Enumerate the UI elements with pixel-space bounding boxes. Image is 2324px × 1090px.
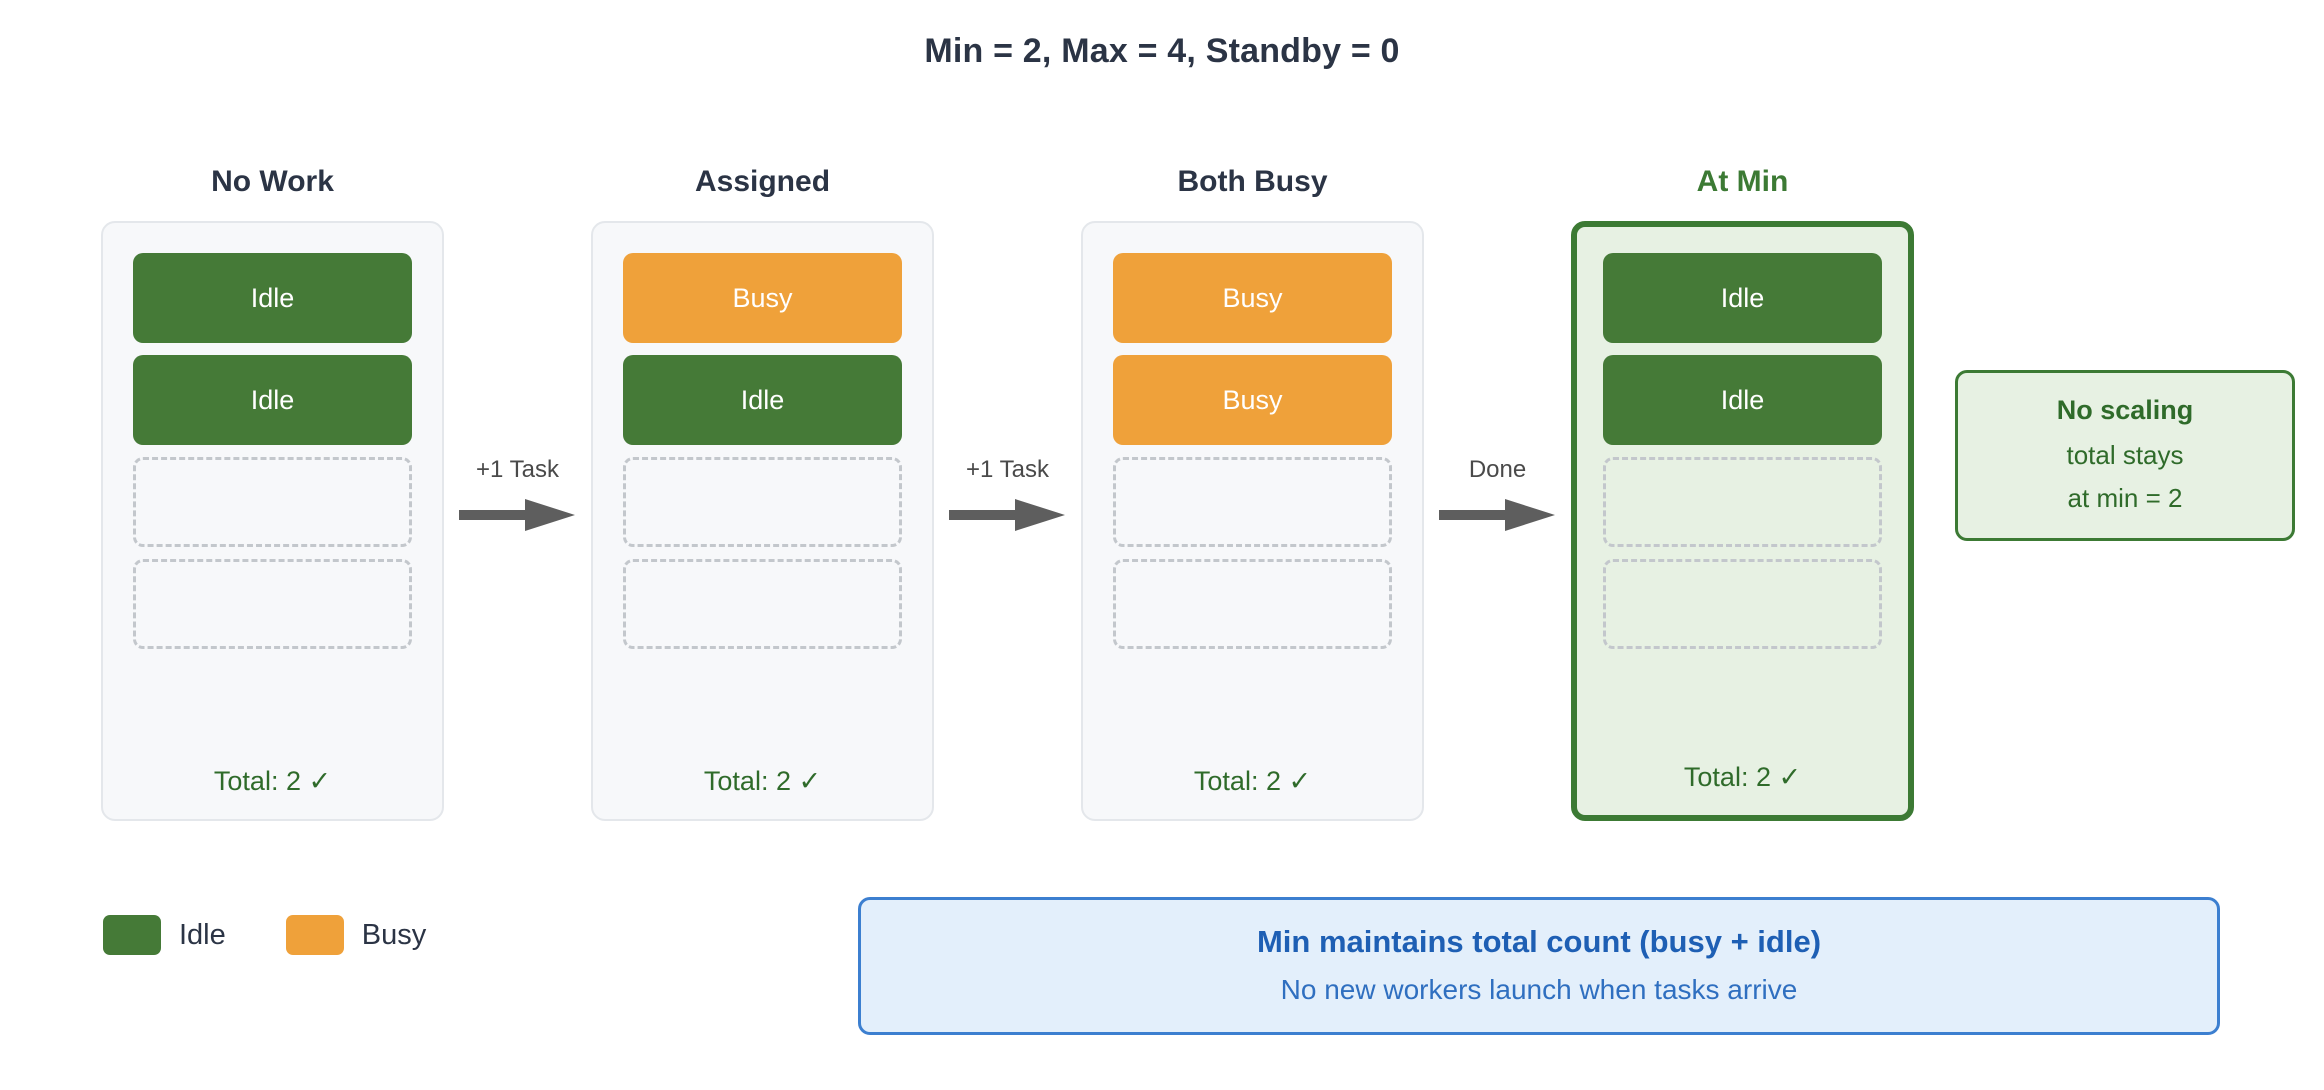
- side-note-line-3: at min = 2: [2067, 483, 2183, 513]
- worker-slot-idle: Idle: [133, 253, 412, 343]
- worker-slot-busy: Busy: [1113, 355, 1392, 445]
- legend-item-busy: Busy: [285, 915, 427, 955]
- total-label: Total: 2 ✓: [703, 766, 822, 796]
- worker-slot-busy: Busy: [1113, 253, 1392, 343]
- state-column-header: At Min: [1696, 165, 1789, 198]
- state-column-header: Both Busy: [1177, 165, 1328, 198]
- total-label: Total: 2 ✓: [213, 766, 332, 796]
- transition-arrow: +1 Task: [445, 160, 590, 532]
- legend-label-idle: Idle: [179, 918, 226, 951]
- legend: Idle Busy: [103, 915, 486, 955]
- page-title: Min = 2, Max = 4, Standby = 0: [924, 32, 1400, 70]
- state-column-header: No Work: [211, 165, 334, 198]
- worker-slot-empty: [1603, 559, 1882, 649]
- summary-banner: Min maintains total count (busy + idle) …: [858, 897, 2220, 1035]
- banner-subtext: No new workers launch when tasks arrive: [1280, 974, 1798, 1005]
- transition-arrow-label: +1 Task: [476, 456, 559, 483]
- worker-slot-empty: [623, 457, 902, 547]
- side-note-no-scaling: No scaling total stays at min = 2: [1955, 370, 2295, 541]
- banner-headline: Min maintains total count (busy + idle): [1256, 924, 1822, 959]
- transition-arrow-label: Done: [1468, 456, 1527, 483]
- total-label: Total: 2 ✓: [1683, 762, 1802, 792]
- worker-slot-idle: Idle: [623, 355, 902, 445]
- worker-slot-idle: Idle: [1603, 355, 1882, 445]
- legend-swatch-idle-icon: [103, 915, 161, 955]
- worker-slot-empty: [623, 559, 902, 649]
- worker-slot-idle: Idle: [133, 355, 412, 445]
- worker-slot-idle: Idle: [1603, 253, 1882, 343]
- arrow-right-icon: [458, 498, 577, 532]
- legend-label-busy: Busy: [361, 918, 427, 951]
- worker-slot-empty: [1603, 457, 1882, 547]
- transition-arrow: Done: [1425, 160, 1570, 532]
- legend-item-idle: Idle: [103, 915, 226, 955]
- arrow-right-icon: [1438, 498, 1557, 532]
- worker-slot-busy: Busy: [623, 253, 902, 343]
- worker-slot-empty: [133, 457, 412, 547]
- total-label: Total: 2 ✓: [1193, 766, 1312, 796]
- side-note-line-1: No scaling: [2056, 395, 2194, 425]
- worker-slot-empty: [1113, 457, 1392, 547]
- worker-slot-empty: [1113, 559, 1392, 649]
- transition-arrow: +1 Task: [935, 160, 1080, 532]
- worker-slot-empty: [133, 559, 412, 649]
- arrow-right-icon: [948, 498, 1067, 532]
- legend-swatch-busy-icon: [285, 915, 344, 955]
- transition-arrow-label: +1 Task: [966, 456, 1049, 483]
- state-column-header: Assigned: [694, 165, 831, 198]
- side-note-line-2: total stays: [2066, 440, 2184, 470]
